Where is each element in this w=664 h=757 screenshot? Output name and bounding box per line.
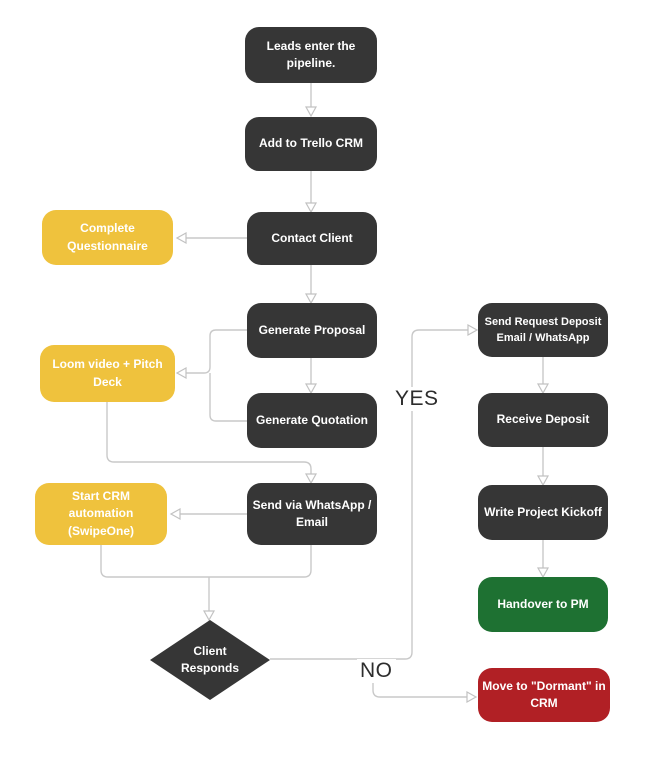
arrowhead-sendreq-to-receive [536,383,550,395]
arrowhead-kickoff-to-handover [536,567,550,579]
node-label: Contact Client [271,230,353,245]
connector-proposal-to-loom [186,329,247,374]
node-loom-video-pitch-deck: Loom video + Pitch Deck [40,345,175,402]
node-label: Loom video + Pitch Deck [52,357,163,389]
node-label: Handover to PM [497,596,589,611]
node-move-to-dormant: Move to "Dormant" in CRM [478,668,610,722]
connector-startcrm-to-merge [100,545,209,578]
arrowhead-yes-path [467,323,479,337]
node-add-to-trello-crm: Add to Trello CRM [245,117,377,171]
arrowhead-merge-to-diamond [202,610,216,622]
node-leads-enter-pipeline: Leads enter the pipeline. [245,27,377,83]
node-label: Generate Quotation [255,412,368,427]
node-generate-quotation: Generate Quotation [247,393,377,448]
node-write-project-kickoff: Write Project Kickoff [478,485,608,540]
node-label: Leads enter the pipeline. [266,38,356,70]
arrowhead-contact-to-proposal [304,293,318,305]
edge-label-no: NO [357,659,396,683]
arrowhead-proposal-to-quotation [304,383,318,395]
connector-yes-path [270,329,468,660]
node-label: Receive Deposit [496,412,590,427]
connector-sendwa-to-merge [209,545,312,578]
node-contact-client: Contact Client [247,212,377,265]
node-handover-to-pm: Handover to PM [478,577,608,632]
arrowhead-to-loom [175,366,187,380]
edge-label-yes: YES [392,387,442,411]
node-label: Start CRM automation (SwipeOne) [67,488,134,538]
arrowhead-contact-to-questionnaire [175,231,187,245]
node-label: Complete Questionnaire [67,221,148,253]
node-receive-deposit: Receive Deposit [478,393,608,447]
node-start-crm-automation: Start CRM automation (SwipeOne) [35,483,167,545]
arrowhead-no-path [466,690,478,704]
node-generate-proposal: Generate Proposal [247,303,377,358]
arrowhead-loom-to-sendwa [304,473,318,485]
arrowhead-trello-to-contact [304,202,318,214]
arrowhead-leads-to-trello [304,106,318,118]
arrowhead-receive-to-kickoff [536,475,550,487]
node-label: Send Request Deposit Email / WhatsApp [484,315,602,345]
node-send-via-whatsapp-email: Send via WhatsApp / Email [247,483,377,545]
node-label: Add to Trello CRM [259,136,363,151]
node-label: Write Project Kickoff [484,504,602,519]
connector-no-path [372,659,467,698]
connector-loom-to-sendwa [106,402,312,474]
arrowhead-sendwa-to-startcrm [169,507,181,521]
node-label: Send via WhatsApp / Email [252,497,372,529]
node-label: Move to "Dormant" in CRM [482,678,606,710]
node-complete-questionnaire: Complete Questionnaire [42,210,173,265]
node-label: Client Responds [180,643,239,675]
node-label: Generate Proposal [258,322,366,337]
node-send-request-deposit: Send Request Deposit Email / WhatsApp [478,303,608,357]
connector-quotation-to-loom-branch [209,373,247,422]
